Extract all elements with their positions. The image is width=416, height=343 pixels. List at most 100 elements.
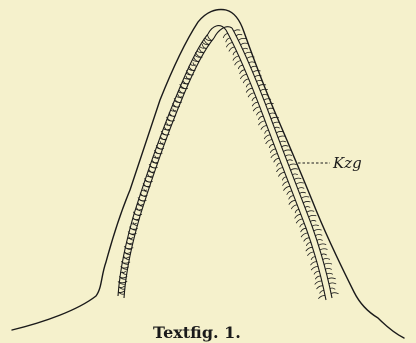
cilium-hair [304,238,310,241]
cilium-hair [149,170,154,174]
cilium-hair [275,127,280,128]
kzg-label: Kzg [332,154,362,172]
cilium-hair [235,61,241,65]
cilium-hair [324,263,332,264]
cilium-hair [243,79,248,83]
cilium-hair [252,97,256,100]
cilium-hair [312,225,318,226]
cilium-hair [289,200,295,204]
cilium-hair [301,233,308,237]
groove-apex-loop [208,26,232,38]
cilium-hair [300,192,306,193]
cilium-hair [269,144,274,147]
cilium-hair [265,130,269,133]
cilium-hair [301,228,306,232]
cilium-hair [274,158,279,162]
cilium-hair [321,254,326,255]
cilium-hair [234,30,240,32]
cilium-hair [315,235,322,236]
cilium-hair [282,177,286,180]
cilium-hair [295,210,299,213]
cilium-hair [289,164,296,166]
cilium-hair [223,34,228,38]
cilium-hair [164,127,169,130]
cilium-hair [226,43,232,48]
cilium-hair [307,211,314,213]
cilium-hair [308,252,314,256]
cilium-hair [249,62,255,63]
cilium-hair [282,146,288,147]
cilium-hair [329,283,336,284]
cilium-hair [236,34,242,36]
cilium-hair [253,107,259,111]
cilium-hair [319,296,326,299]
cilium-hair [327,273,333,274]
cilium-hair [309,215,316,217]
cilium-hair [296,219,302,223]
outer-outline [12,10,404,339]
cilium-hair [320,291,324,294]
cilium-hair [238,65,242,69]
cilium-hair [317,286,323,289]
cilium-hair [331,293,338,294]
cilium-hair [310,220,316,221]
cilium-hair [311,257,315,260]
left-groove-outer-line [118,34,208,296]
cilium-hair [257,80,262,81]
cilium-hair [301,197,309,199]
cilium-hair [298,188,304,189]
cilium-hair [311,266,318,269]
cilium-hair [241,43,248,45]
cilium-hair [226,38,230,42]
cilium-hair [245,52,252,54]
cilium-hair [246,88,252,92]
cilium-hair [243,48,248,49]
cilium-hair [259,121,266,125]
cilium-hair [315,276,320,279]
cilium-hair [296,183,304,185]
cilium-hair [305,207,310,208]
cilium-hair [262,94,267,95]
cilium-hair [133,217,139,220]
cilium-hair [246,84,250,87]
cilium-hair [279,172,285,176]
cilium-hair [287,191,292,195]
cilium-hair [252,102,258,106]
cilium-hair [208,35,212,40]
cilia-hairs [118,30,338,299]
cilium-hair [314,271,319,274]
cilium-hair [323,259,330,260]
cilium-hair [269,113,275,114]
cilium-hair [284,186,290,190]
cilium-hair [277,163,281,166]
cilium-hair [229,47,235,51]
cilium-hair [295,214,301,218]
cilium-hair [291,205,297,209]
cilium-hair [278,136,285,138]
cilium-hair [259,116,264,119]
cilium-hair [240,70,245,74]
cilium-hair [240,74,246,78]
cilium-hair [257,112,262,116]
cilium-hair [319,244,326,245]
figure-caption: Textfig. 1. [153,323,241,342]
cilium-hair [287,160,292,161]
cilium-hair [315,281,322,284]
cilium-hair [273,122,280,123]
cilium-hair [271,154,277,158]
cilium-hair [314,230,322,231]
cilium-hair [328,278,336,279]
cilium-hair [330,288,335,289]
cilium-hair [261,126,267,130]
cilium-hair [300,224,305,227]
cilium-hair [306,247,313,251]
cilium-hair [248,93,254,97]
cilium-hair [317,239,322,240]
cilium-hair [233,51,237,54]
cilium-hair [238,38,245,40]
cilium-hair [291,169,298,171]
cilium-hair [294,178,301,179]
cilium-hair [266,140,272,144]
cilium-hair [311,262,317,265]
